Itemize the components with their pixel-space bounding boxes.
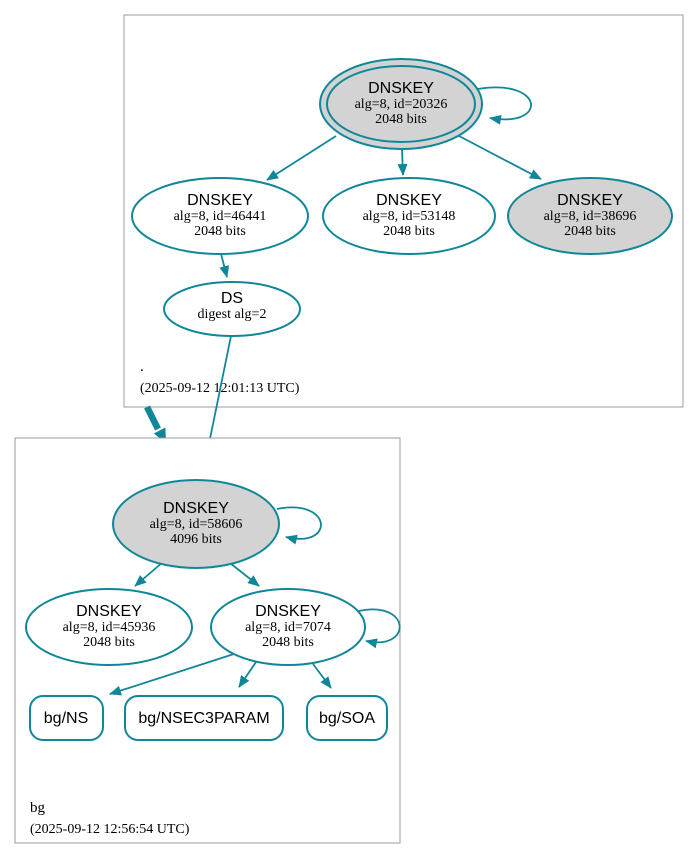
node-rrset-bg-ns[interactable]: bg/NS <box>29 695 104 741</box>
node-dnskey-38696-bits: 2048 bits <box>564 224 616 239</box>
node-rrset-bg-soa-label: bg/SOA <box>319 710 375 727</box>
node-dnskey-20326-outer-ring <box>319 58 483 150</box>
node-dnskey-38696-detail: alg=8, id=38696 <box>544 209 637 224</box>
edge-7074-to-nsec3param <box>238 661 257 688</box>
node-ds-root[interactable]: DS digest alg=2 <box>163 281 301 337</box>
node-dnskey-53148[interactable]: DNSKEY alg=8, id=53148 2048 bits <box>322 177 496 255</box>
edge-58606-to-45936 <box>134 561 164 587</box>
edge-58606-self-loop <box>276 506 322 545</box>
node-rrset-bg-soa-shape <box>306 695 388 741</box>
node-dnskey-46441-title: DNSKEY <box>187 192 253 209</box>
node-dnskey-53148-title: DNSKEY <box>376 192 442 209</box>
node-dnskey-58606-shape <box>112 479 280 569</box>
node-dnskey-46441-detail: alg=8, id=46441 <box>174 209 267 224</box>
node-dnskey-45936-bits: 2048 bits <box>83 635 135 650</box>
node-rrset-bg-nsec3param[interactable]: bg/NSEC3PARAM <box>124 695 284 741</box>
edge-20326-to-46441 <box>266 135 337 181</box>
cluster-bg-timestamp: (2025-09-12 12:56:54 UTC) <box>30 822 190 837</box>
edge-7074-self-loop <box>358 608 401 649</box>
node-ds-detail: digest alg=2 <box>198 307 267 322</box>
node-rrset-bg-nsec3param-shape <box>124 695 284 741</box>
cluster-root-label: . <box>140 359 144 375</box>
node-dnskey-20326-title: DNSKEY <box>368 80 434 97</box>
node-dnskey-7074-title: DNSKEY <box>255 603 321 620</box>
edge-46441-to-ds <box>219 253 230 278</box>
node-dnskey-58606-bits: 4096 bits <box>170 532 222 547</box>
node-dnskey-53148-shape <box>322 177 496 255</box>
node-dnskey-58606[interactable]: DNSKEY alg=8, id=58606 4096 bits <box>112 479 280 569</box>
node-rrset-bg-nsec3param-label: bg/NSEC3PARAM <box>138 710 269 727</box>
node-dnskey-7074-shape <box>210 588 366 666</box>
node-dnskey-7074[interactable]: DNSKEY alg=8, id=7074 2048 bits <box>210 588 366 666</box>
cluster-bg-zone: bg (2025-09-12 12:56:54 UTC) DNSKEY alg=… <box>14 437 401 844</box>
node-ds-shape <box>163 281 301 337</box>
node-dnskey-20326[interactable]: DNSKEY alg=8, id=20326 2048 bits <box>319 58 483 150</box>
node-dnskey-7074-bits: 2048 bits <box>262 635 314 650</box>
cluster-root-zone: . (2025-09-12 12:01:13 UTC) DNSKEY alg=8… <box>123 14 684 408</box>
node-dnskey-20326-inner-ring <box>326 65 476 143</box>
node-dnskey-45936-shape <box>25 588 193 666</box>
edge-20326-self-loop <box>477 86 532 125</box>
node-dnskey-45936[interactable]: DNSKEY alg=8, id=45936 2048 bits <box>25 588 193 666</box>
node-dnskey-45936-detail: alg=8, id=45936 <box>63 620 156 635</box>
edge-20326-to-38696 <box>458 135 542 180</box>
node-dnskey-53148-bits: 2048 bits <box>383 224 435 239</box>
node-dnskey-58606-title: DNSKEY <box>163 500 229 517</box>
edge-7074-to-soa <box>312 663 332 689</box>
node-dnskey-20326-bits: 2048 bits <box>375 112 427 127</box>
edge-delegation-root-to-bg <box>144 405 161 431</box>
node-dnskey-38696-shape <box>507 177 673 255</box>
node-dnskey-46441-bits: 2048 bits <box>194 224 246 239</box>
edge-7074-to-ns <box>109 652 238 696</box>
node-rrset-bg-ns-shape <box>29 695 104 741</box>
edge-20326-to-53148 <box>397 148 408 176</box>
node-dnskey-38696-title: DNSKEY <box>557 192 623 209</box>
node-dnskey-20326-detail: alg=8, id=20326 <box>355 97 448 112</box>
node-ds-title: DS <box>221 290 243 307</box>
node-dnskey-38696[interactable]: DNSKEY alg=8, id=38696 2048 bits <box>507 177 673 255</box>
node-dnskey-45936-title: DNSKEY <box>76 603 142 620</box>
node-dnskey-46441-shape <box>131 177 309 255</box>
node-dnskey-53148-detail: alg=8, id=53148 <box>363 209 456 224</box>
node-dnskey-58606-detail: alg=8, id=58606 <box>150 517 243 532</box>
node-rrset-bg-ns-label: bg/NS <box>44 710 88 727</box>
edge-58606-to-7074 <box>229 562 260 587</box>
node-dnskey-46441[interactable]: DNSKEY alg=8, id=46441 2048 bits <box>131 177 309 255</box>
cluster-bg-label: bg <box>30 800 46 816</box>
node-rrset-bg-soa[interactable]: bg/SOA <box>306 695 388 741</box>
node-dnskey-7074-detail: alg=8, id=7074 <box>245 620 331 635</box>
